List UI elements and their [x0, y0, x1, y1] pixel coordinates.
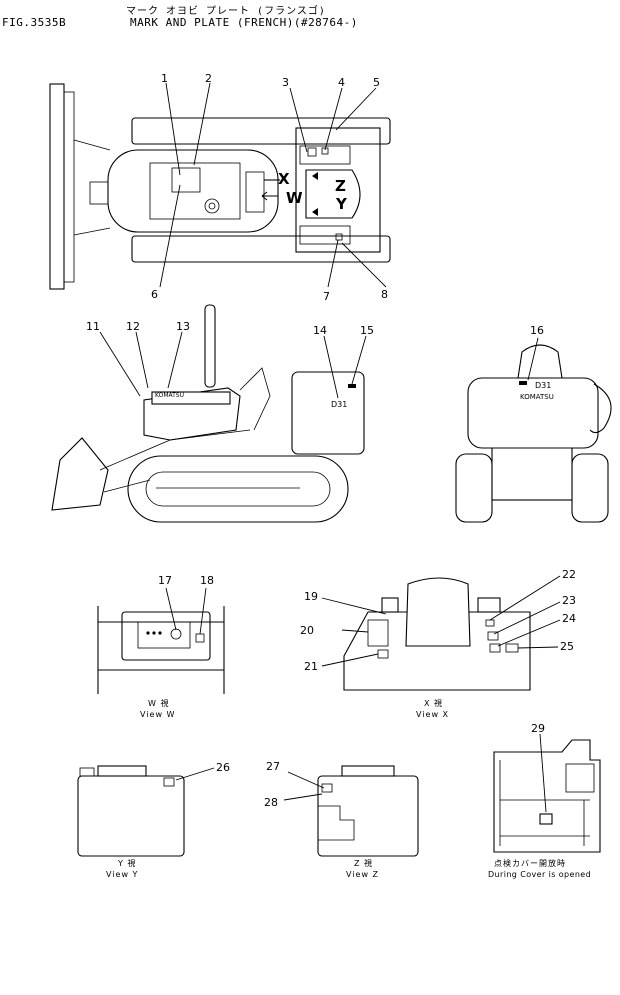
callout-18: 18 [200, 574, 214, 587]
callout-2: 2 [205, 72, 212, 85]
arrow-w [261, 191, 278, 201]
callout-28: 28 [264, 796, 278, 809]
view-y: 26 Y 視 View Y [77, 761, 230, 879]
side-track [127, 455, 349, 523]
callout-25: 25 [560, 640, 574, 653]
view-marker-y: Y [335, 195, 348, 213]
callout-23: 23 [562, 594, 576, 607]
side-blade [51, 437, 109, 511]
callout-14: 14 [313, 324, 327, 337]
figure-title: MARK AND PLATE (FRENCH)(#28764-) [130, 16, 358, 29]
callout-29: 29 [531, 722, 545, 735]
callout-5: 5 [373, 76, 380, 89]
view-cover-jp: 点検カバー開放時 [494, 858, 566, 868]
view-z-tank [317, 775, 419, 857]
callout-21: 21 [304, 660, 318, 673]
rear-right-track [571, 453, 609, 523]
upper-track [131, 117, 391, 145]
callout-15: 15 [360, 324, 374, 337]
view-w-panel [121, 611, 211, 661]
view-w-jp: W 視 [148, 699, 169, 708]
side-fuel-tank [291, 371, 365, 455]
rear-brand-label: KOMATSU [520, 393, 554, 401]
japanese-title: マーク オヨビ プレート (フランスゴ) [126, 6, 326, 17]
view-x-seat [405, 577, 471, 647]
callout-13: 13 [176, 320, 190, 333]
callout-16: 16 [530, 324, 544, 337]
arrow-z [312, 172, 318, 180]
rear-fuel-tank [467, 377, 599, 449]
view-z-en: View Z [346, 870, 379, 879]
view-cover-opened: 29 点検カバー開放時 During Cover is opened [488, 722, 601, 879]
callout-17: 17 [158, 574, 172, 587]
view-marker-w: W [286, 189, 303, 207]
callout-12: 12 [126, 320, 140, 333]
callout-11: 11 [86, 320, 100, 333]
top-view: X W Z Y 1 2 3 4 5 6 7 8 [49, 72, 391, 303]
callout-24: 24 [562, 612, 576, 625]
view-w-en: View W [140, 710, 175, 719]
view-x: 19 20 21 22 23 24 25 X 視 View X [300, 568, 576, 719]
callout-3: 3 [282, 76, 289, 89]
rear-view: D31 KOMATSU 16 [455, 324, 612, 523]
callout-4: 4 [338, 76, 345, 89]
view-x-en: View X [416, 710, 449, 719]
side-model-label: D31 [331, 400, 347, 409]
view-marker-z: Z [335, 177, 346, 195]
callout-19: 19 [304, 590, 318, 603]
side-view: D31 KOMATSU 11 12 13 14 15 [51, 304, 374, 523]
view-z-jp: Z 視 [354, 859, 373, 868]
view-y-en: View Y [106, 870, 138, 879]
view-cover-en: During Cover is opened [488, 870, 591, 879]
lower-track [131, 235, 391, 263]
exhaust-stack [204, 304, 216, 388]
cover-frame [493, 739, 601, 853]
view-w: 17 18 W 視 View W [97, 574, 225, 719]
view-marker-x: X [278, 170, 290, 188]
callout-26: 26 [216, 761, 230, 774]
view-z: 27 28 Z 視 View Z [264, 760, 419, 879]
rear-seat [517, 344, 563, 379]
callout-27: 27 [266, 760, 280, 773]
side-brand-label: KOMATSU [155, 392, 184, 399]
callout-20: 20 [300, 624, 314, 637]
callout-6: 6 [151, 288, 158, 301]
view-x-jp: X 視 [424, 699, 443, 708]
callout-1: 1 [161, 72, 168, 85]
view-y-tank [77, 775, 185, 857]
figure-number: FIG.3535B [2, 16, 67, 29]
rear-left-track [455, 453, 493, 523]
callout-22: 22 [562, 568, 576, 581]
blade [49, 83, 65, 290]
arrow-y [312, 208, 318, 216]
view-y-jp: Y 視 [117, 859, 136, 868]
callout-8: 8 [381, 288, 388, 301]
rear-model-label: D31 [535, 381, 551, 390]
engine-hood [107, 149, 279, 233]
callout-7: 7 [323, 290, 330, 303]
